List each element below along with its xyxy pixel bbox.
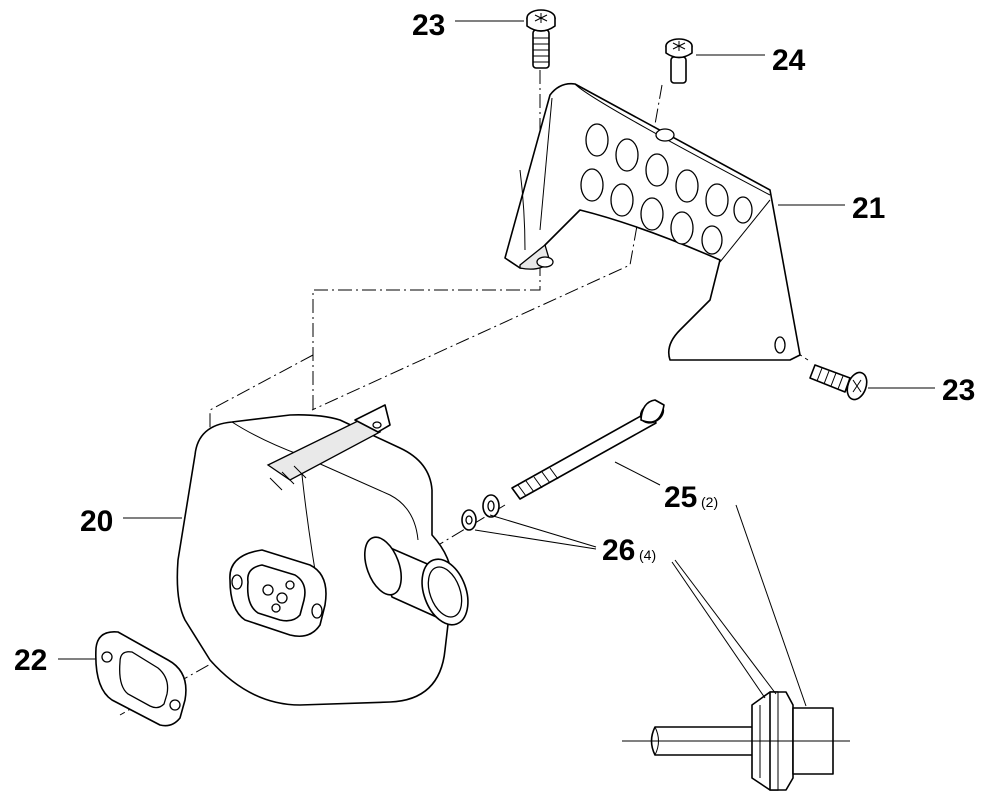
callout-21: 21 (852, 192, 885, 225)
long-bolt (511, 399, 665, 500)
detail-inset (622, 691, 850, 791)
muffler (176, 404, 469, 706)
washers (461, 494, 500, 531)
screw-top-left (526, 9, 556, 69)
callout-labels: 23 24 21 23 25 (2) 20 26 (4) 22 (14, 9, 975, 677)
callout-26-qty: (4) (639, 547, 656, 563)
callout-25: 25 (664, 481, 697, 514)
callout-25-qty: (2) (701, 494, 718, 510)
callout-23-top: 23 (412, 9, 445, 42)
callout-23-right: 23 (942, 374, 975, 407)
callout-24: 24 (772, 44, 806, 77)
vent-holes (536, 123, 786, 354)
screw-top-right (665, 38, 693, 84)
screw-right (809, 364, 868, 401)
heat-shield (504, 82, 801, 361)
leader-lines (58, 20, 935, 707)
gasket (95, 631, 187, 727)
callout-20: 20 (80, 505, 113, 538)
callout-26: 26 (602, 534, 635, 567)
callout-22: 22 (14, 644, 47, 677)
